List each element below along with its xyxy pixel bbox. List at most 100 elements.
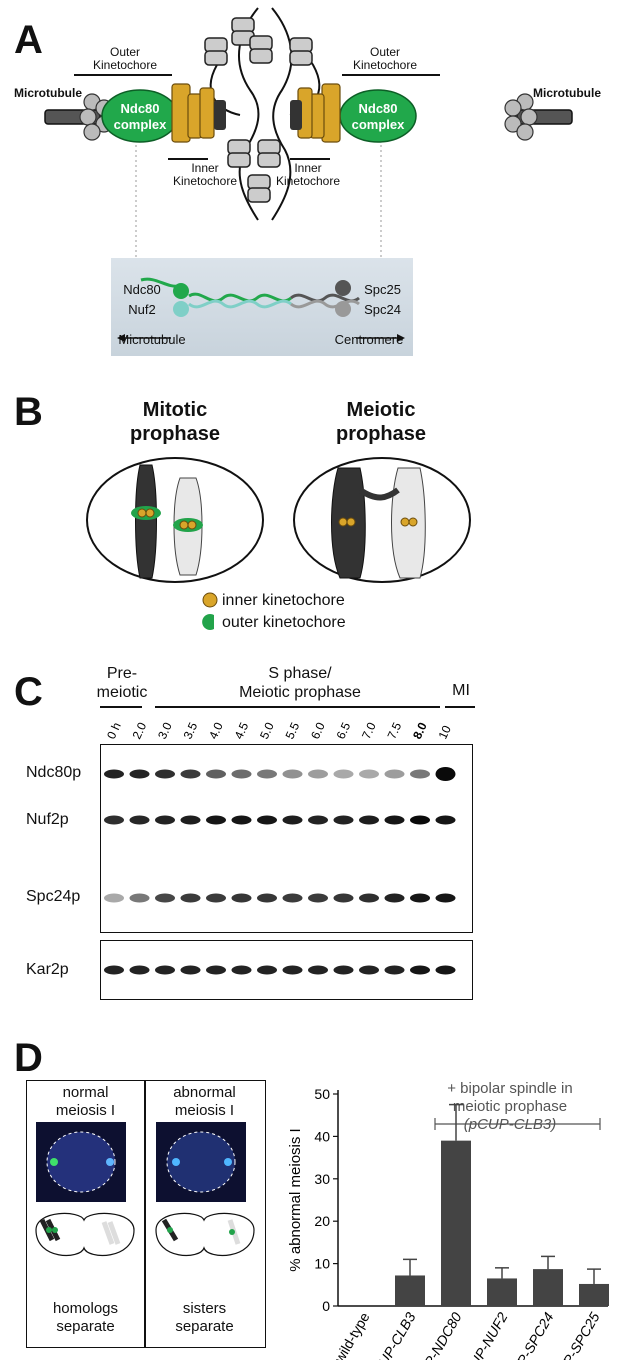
panel-d-letter: D bbox=[14, 1036, 43, 1080]
timepoint-label: 7.5 bbox=[385, 720, 405, 741]
sphase-line bbox=[155, 706, 440, 708]
y-tick-label: 30 bbox=[314, 1171, 330, 1187]
blot-band-nuf2p bbox=[206, 815, 226, 825]
inner-kinetochore-line-right bbox=[290, 158, 330, 160]
blot-band-nuf2p bbox=[104, 815, 124, 825]
timepoint-label: 4.5 bbox=[232, 720, 252, 741]
y-tick-label: 20 bbox=[314, 1213, 330, 1229]
outer-kinetochore-legend-icon bbox=[202, 614, 214, 630]
microtubule-label-right: Microtubule bbox=[533, 86, 601, 100]
sphase-label: S phase/Meiotic prophase bbox=[239, 665, 361, 701]
blot-band-spc24p bbox=[257, 893, 277, 903]
y-tick-label: 10 bbox=[314, 1256, 330, 1272]
mi-label: MI bbox=[452, 682, 470, 699]
blot-band-spc24p bbox=[180, 893, 201, 903]
y-tick-label: 40 bbox=[314, 1128, 330, 1144]
blot-band-ndc80p bbox=[155, 769, 175, 779]
panel-c-letter: C bbox=[14, 670, 43, 714]
microtubule-label-left: Microtubule bbox=[14, 86, 82, 100]
blot-band-nuf2p bbox=[155, 815, 175, 825]
panel-a-letter: A bbox=[14, 18, 43, 62]
blot-band-kar2p bbox=[333, 965, 354, 975]
blot-band-ndc80p bbox=[410, 769, 430, 779]
micrograph-divider bbox=[144, 1080, 146, 1348]
western-blot-bands bbox=[104, 767, 456, 975]
timepoint-label: 3.0 bbox=[155, 720, 175, 741]
blot-band-nuf2p bbox=[257, 815, 277, 825]
timepoint-label: 6.5 bbox=[334, 720, 354, 741]
bar-pcup-nuf2 bbox=[487, 1278, 517, 1306]
blot-band-spc24p bbox=[359, 893, 379, 903]
blot-band-kar2p bbox=[384, 965, 405, 975]
x-tick-label: wild-type bbox=[331, 1309, 373, 1360]
timepoint-label: 5.0 bbox=[257, 720, 277, 741]
ndc80-label-right-1: Ndc80 bbox=[358, 101, 397, 116]
ndc80-complex-text: Ndc80 complex Ndc80 complex bbox=[114, 101, 406, 132]
x-tick-label: pCUP-NUF2 bbox=[457, 1309, 511, 1360]
premeiotic-label: Pre-meiotic bbox=[96, 665, 148, 701]
y-tick-label: 50 bbox=[314, 1086, 330, 1102]
blot-band-kar2p bbox=[308, 965, 328, 975]
blot-band-nuf2p bbox=[180, 815, 201, 825]
micrograph-panel-box bbox=[26, 1080, 266, 1348]
blot-band-ndc80p bbox=[104, 769, 124, 779]
blot-band-ndc80p bbox=[180, 769, 201, 779]
timepoint-label: 2.0 bbox=[130, 720, 150, 741]
y-axis-title: % abnormal meiosis I bbox=[287, 1128, 304, 1271]
blot-band-spc24p bbox=[308, 893, 328, 903]
blot-band-spc24p bbox=[282, 893, 303, 903]
blot-band-spc24p bbox=[129, 893, 150, 903]
blot-band-nuf2p bbox=[333, 815, 354, 825]
bar-pcup-clb3 bbox=[395, 1275, 425, 1306]
ndc80-label-left-2: complex bbox=[114, 117, 168, 132]
panel-b-letter: B bbox=[14, 390, 43, 434]
blot-band-kar2p bbox=[104, 965, 124, 975]
blot-band-nuf2p bbox=[308, 815, 328, 825]
blot-band-ndc80p bbox=[435, 767, 456, 781]
outer-kinetochore-line-left bbox=[74, 74, 172, 76]
inset-spc25-label: Spc25 bbox=[364, 282, 401, 297]
blot-band-kar2p bbox=[155, 965, 175, 975]
blot-band-ndc80p bbox=[384, 769, 405, 779]
bar-pcup-spc24 bbox=[533, 1269, 563, 1306]
blot-band-spc24p bbox=[155, 893, 175, 903]
blot-band-kar2p bbox=[129, 965, 150, 975]
blot-band-kar2p bbox=[257, 965, 277, 975]
protein-label-spc24: Spc24p bbox=[26, 888, 81, 905]
blot-band-spc24p bbox=[206, 893, 226, 903]
ndc80-label-left-1: Ndc80 bbox=[120, 101, 159, 116]
inset-microtubule-label: Microtubule bbox=[118, 332, 186, 347]
blot-band-ndc80p bbox=[206, 769, 226, 779]
blot-band-nuf2p bbox=[384, 815, 405, 825]
blot-band-nuf2p bbox=[435, 815, 456, 825]
timepoint-label: 10 bbox=[436, 723, 454, 741]
inset-spc24-label: Spc24 bbox=[364, 302, 401, 317]
blot-band-nuf2p bbox=[282, 815, 303, 825]
blot-band-ndc80p bbox=[129, 769, 150, 779]
prophase-diagrams bbox=[86, 457, 471, 583]
blot-band-spc24p bbox=[231, 893, 252, 903]
blot-band-ndc80p bbox=[257, 769, 277, 779]
protein-label-ndc80: Ndc80p bbox=[26, 764, 82, 781]
blot-band-ndc80p bbox=[308, 769, 328, 779]
blot-band-spc24p bbox=[410, 893, 430, 903]
blot-band-ndc80p bbox=[359, 769, 379, 779]
blot-band-kar2p bbox=[410, 965, 430, 975]
timepoint-label: 4.0 bbox=[206, 720, 226, 741]
inset-ndc80-label: Ndc80 bbox=[123, 282, 161, 297]
legend-inner-label: inner kinetochore bbox=[222, 592, 345, 609]
blot-band-kar2p bbox=[206, 965, 226, 975]
blot-band-nuf2p bbox=[359, 815, 379, 825]
legend-icons bbox=[202, 592, 218, 630]
blot-band-spc24p bbox=[384, 893, 405, 903]
y-tick-label: 0 bbox=[322, 1298, 330, 1314]
